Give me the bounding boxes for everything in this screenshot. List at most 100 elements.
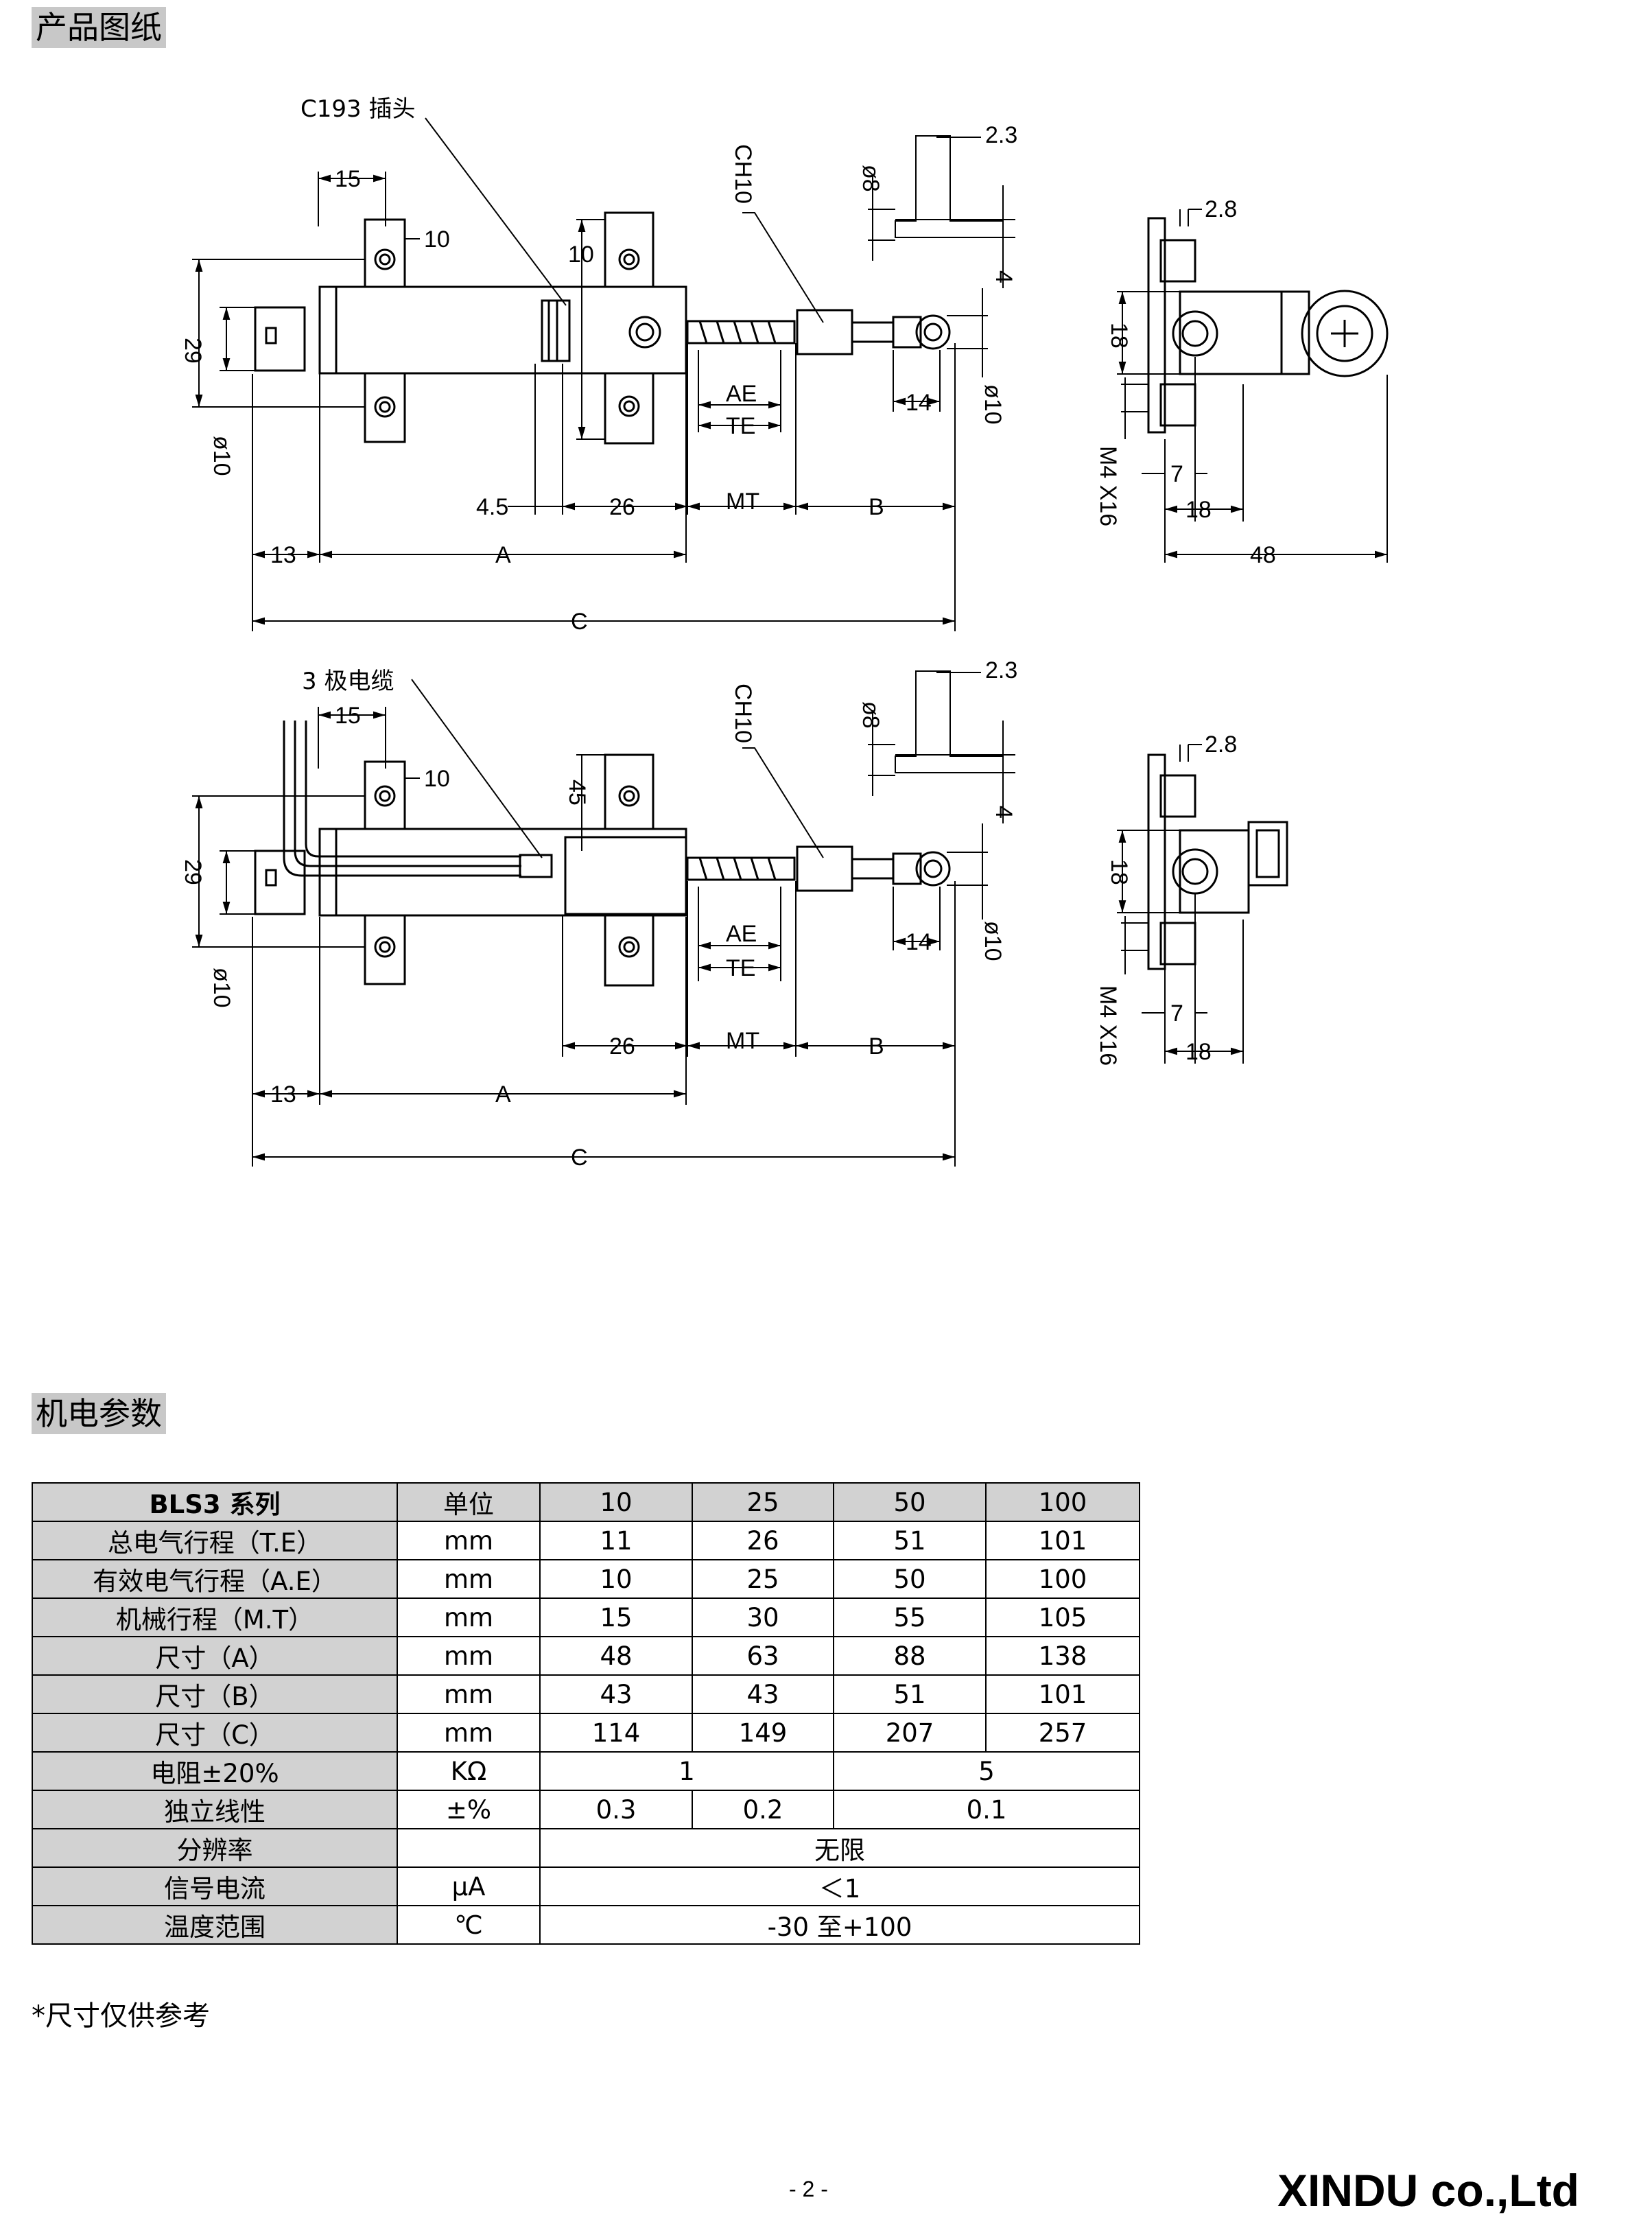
row-label: 信号电流: [32, 1866, 398, 1906]
page-number: - 2 -: [789, 2177, 828, 2201]
body: [318, 285, 687, 375]
dim-te: TE: [726, 413, 755, 439]
dim-26: 26: [609, 494, 635, 520]
table-row-signal: 信号电流 μA ＜1: [32, 1866, 1140, 1906]
dim-a: A: [495, 542, 511, 568]
header-series: BLS3 系列: [32, 1482, 398, 1522]
cable: [283, 721, 521, 877]
clamp-bottom-right: [604, 372, 654, 445]
side-end-cap: [1301, 290, 1389, 377]
dim-18b: 18: [1185, 1039, 1212, 1065]
row-label: 机械行程（M.T）: [32, 1597, 398, 1637]
cell: 105: [985, 1597, 1140, 1637]
dim-mt: MT: [726, 489, 759, 515]
cell: 26: [692, 1521, 834, 1560]
hex-nut: [796, 309, 853, 355]
drawing-section-title: 产品图纸: [32, 7, 166, 48]
hex-nut: [796, 845, 853, 892]
bottom-side-view: [1117, 744, 1288, 1064]
side-cable-plug: [1247, 821, 1288, 887]
cell: -30 至+100: [539, 1905, 1140, 1945]
slider-block: [564, 836, 687, 915]
row-label: 温度范围: [32, 1905, 398, 1945]
dim-ae: AE: [726, 921, 757, 947]
dim-45: 45: [564, 780, 590, 806]
top-side-labels: 2.8 18 M4 X16 7 18 48: [1095, 196, 1276, 568]
side-body: [1179, 829, 1250, 914]
dim-m4: M4 X16: [1095, 446, 1121, 526]
dim-29: 29: [180, 859, 206, 885]
body: [318, 828, 687, 917]
dim-m4: M4 X16: [1095, 985, 1121, 1066]
dim-2-3: 2.3: [985, 657, 1017, 683]
table-row: 总电气行程（T.E） mm 11 26 51 101: [32, 1521, 1140, 1560]
dim-10: 10: [424, 766, 450, 792]
clamp-top-right: [604, 753, 654, 830]
cell: 43: [692, 1674, 834, 1714]
dim-10b: 10: [568, 242, 594, 268]
dim-4-5: 4.5: [476, 494, 508, 520]
row-label: 独立线性: [32, 1790, 398, 1829]
header-50: 50: [833, 1482, 987, 1522]
dim-4: 4: [991, 806, 1017, 819]
clamp-bottom-left: [364, 914, 406, 985]
row-unit: mm: [397, 1713, 541, 1753]
connector: [541, 299, 571, 362]
top-side-view: [1117, 209, 1389, 563]
dim-13: 13: [270, 1081, 296, 1108]
row-label: 分辨率: [32, 1828, 398, 1868]
row-label: 尺寸（B）: [32, 1674, 398, 1714]
left-tab: [254, 850, 306, 915]
header-25: 25: [692, 1482, 834, 1522]
table-row-linearity: 独立线性 ±% 0.3 0.2 0.1: [32, 1790, 1140, 1829]
row-unit: [397, 1828, 541, 1868]
clamp-top-left: [364, 760, 406, 830]
dim-7: 7: [1170, 1000, 1183, 1027]
cell: 5: [833, 1751, 1140, 1791]
cell: 101: [985, 1674, 1140, 1714]
header-100: 100: [985, 1482, 1140, 1522]
cell: 88: [833, 1636, 987, 1676]
dim-phi8: ø8: [858, 165, 884, 192]
dim-2-3: 2.3: [985, 122, 1017, 148]
cell: 无限: [539, 1828, 1140, 1868]
dim-b: B: [869, 494, 884, 520]
dim-13: 13: [270, 542, 296, 568]
row-label: 总电气行程（T.E）: [32, 1521, 398, 1560]
dim-14: 14: [906, 390, 932, 416]
rod-end-eye: [915, 314, 951, 350]
dimension-note: *尺寸仅供参考: [32, 2000, 210, 2032]
spec-table: BLS3 系列 单位 10 25 50 100 总电气行程（T.E） mm 11…: [32, 1482, 1140, 1945]
side-flange: [1147, 753, 1166, 970]
bottom-side-labels: 2.8 18 M4 X16 7 18: [1095, 731, 1237, 1066]
table-row-resolution: 分辨率 无限: [32, 1828, 1140, 1868]
row-label: 电阻±20%: [32, 1751, 398, 1791]
dim-10a: 10: [424, 226, 450, 253]
dim-18b: 18: [1185, 497, 1212, 523]
cell: ＜1: [539, 1866, 1140, 1906]
dim-ch10: CH10: [730, 683, 756, 743]
cell: 51: [833, 1674, 987, 1714]
row-label: 尺寸（C）: [32, 1713, 398, 1753]
dim-18a: 18: [1106, 323, 1132, 349]
product-drawings: C193 插头 15 10 10 29 ø10 CH10 ø8 2.3 4 AE…: [180, 95, 1389, 1171]
row-unit: mm: [397, 1674, 541, 1714]
row-unit: ℃: [397, 1905, 541, 1945]
cell: 100: [985, 1559, 1140, 1599]
row-unit: mm: [397, 1521, 541, 1560]
bottom-drawing: [192, 670, 1015, 1167]
cell: 0.2: [692, 1790, 834, 1829]
left-tab-hole: [265, 327, 277, 344]
row-unit: mm: [397, 1597, 541, 1637]
table-row-temperature: 温度范围 ℃ -30 至+100: [32, 1905, 1140, 1945]
dim-2-8: 2.8: [1205, 196, 1237, 222]
row-unit: mm: [397, 1559, 541, 1599]
dim-4: 4: [991, 270, 1017, 283]
cable-label: 3 极电缆: [302, 668, 394, 695]
table-row: 有效电气行程（A.E） mm 10 25 50 100: [32, 1559, 1140, 1599]
header-10: 10: [539, 1482, 693, 1522]
rod: [851, 321, 895, 343]
cell: 43: [539, 1674, 693, 1714]
dim-a: A: [495, 1081, 511, 1108]
bottom-drawing-labels: 3 极电缆 15 10 45 29 ø10 CH10 ø8 2.3 4 AE T…: [180, 657, 1017, 1171]
